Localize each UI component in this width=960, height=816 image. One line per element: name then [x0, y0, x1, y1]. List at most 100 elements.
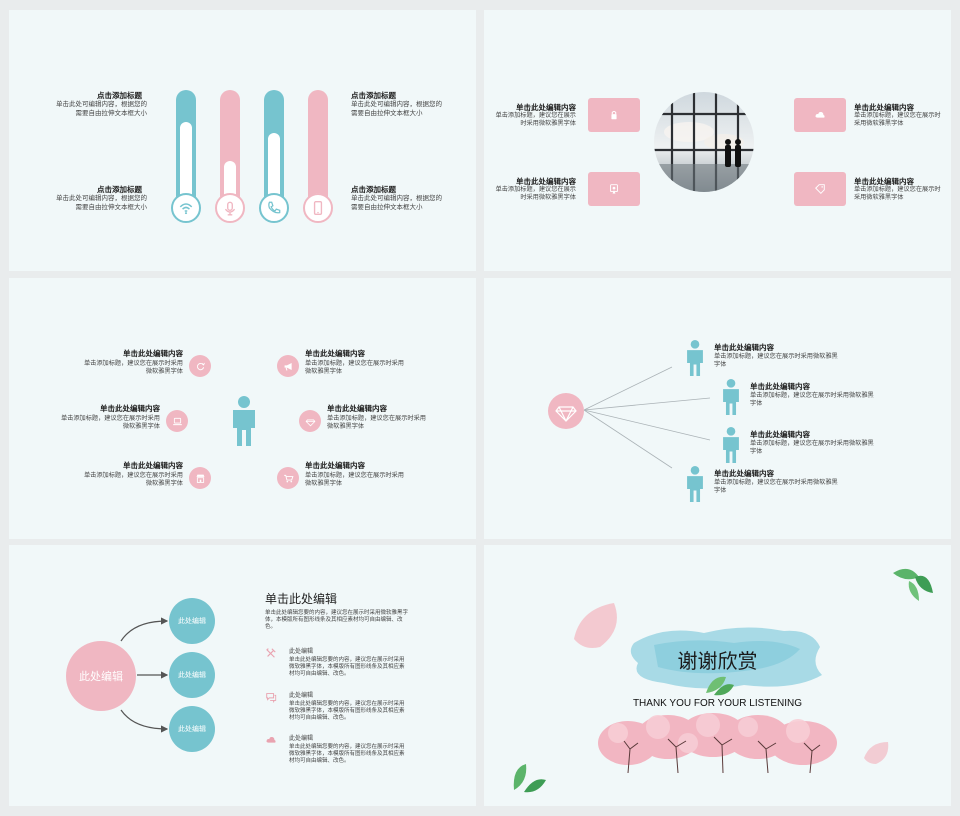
slide-diamond-rays[interactable]: 单击此处编辑内容单击添加标题，建议您在展示时采用微软雅黑字体单击此处编辑内容单击… — [484, 278, 951, 539]
feature-title: 单击此处编辑内容 — [123, 349, 183, 358]
petal-decoration — [574, 603, 617, 648]
person-icon — [687, 340, 703, 376]
leaf-decoration — [513, 764, 546, 793]
thermometer-level — [268, 133, 280, 210]
note-title: 此处编辑 — [289, 648, 314, 655]
note-title: 此处编辑 — [289, 735, 314, 742]
feature-title: 单击此处编辑内容 — [305, 461, 365, 470]
person-title: 单击此处编辑内容 — [714, 469, 774, 478]
feature-badge — [189, 355, 211, 377]
thermometer-bulb — [303, 193, 333, 223]
item-title: 单击此处编辑内容 — [516, 177, 576, 186]
person-icon — [687, 466, 703, 502]
thermometer-bulb — [215, 193, 245, 223]
item-body: 单击添加标题，建议您在展示时采用微软雅黑字体 — [495, 186, 576, 201]
person-figure — [720, 427, 742, 467]
feature-title: 单击此处编辑内容 — [100, 404, 160, 413]
note-icon-wrap — [265, 691, 277, 703]
person-title: 单击此处编辑内容 — [714, 343, 774, 352]
feature-body: 单击添加标题，建议您在展示时采用微软雅黑字体 — [305, 360, 404, 375]
left-top-body: 单击此处可编辑内容，根据您的需要自由拉伸文本框大小 — [56, 100, 147, 117]
thermometer-tube — [308, 90, 328, 210]
branch-node: 此处编辑 — [169, 652, 215, 698]
wifi-icon — [179, 203, 193, 215]
person-icon — [233, 396, 255, 446]
thermometer-tube — [264, 90, 284, 210]
note-title: 此处编辑 — [289, 692, 314, 699]
person-figure — [684, 340, 706, 380]
note-icon-wrap — [265, 734, 277, 746]
right-top-body: 单击此处可编辑内容，根据您的需要自由拉伸文本框大小 — [351, 100, 442, 117]
feature-badge — [299, 410, 321, 432]
certificate-icon — [610, 184, 618, 195]
icon-box — [588, 98, 640, 132]
right-bottom-title: 点击添加标题 — [351, 185, 396, 194]
store-icon — [196, 474, 204, 483]
feature-title: 单击此处编辑内容 — [305, 349, 365, 358]
cloud-icon — [266, 736, 276, 743]
section-heading: 单击此处编辑 — [265, 592, 338, 606]
item-body: 单击添加标题，建议您在展示时采用微软雅黑字体 — [854, 112, 941, 127]
feature-body: 单击添加标题，建议您在展示时采用微软雅黑字体 — [305, 472, 404, 487]
item-body: 单击添加标题，建议您在展示时采用微软雅黑字体 — [495, 112, 576, 127]
right-top-title: 点击添加标题 — [351, 91, 396, 100]
branch-node: 此处编辑 — [169, 706, 215, 752]
slide-person-features[interactable]: 单击此处编辑内容单击添加标题，建议您在展示时采用微软雅黑字体单击此处编辑内容单击… — [9, 278, 476, 539]
branch-arrows — [120, 617, 169, 733]
leaf-decoration — [893, 568, 933, 601]
feature-body: 单击添加标题，建议您在展示时采用微软雅黑字体 — [61, 415, 160, 430]
cart-icon — [283, 474, 293, 482]
feature-badge — [189, 467, 211, 489]
thermometer-tube — [176, 90, 196, 210]
person-figure — [684, 466, 706, 506]
right-bottom-body: 单击此处可编辑内容，根据您的需要自由拉伸文本框大小 — [351, 194, 442, 211]
person-title: 单击此处编辑内容 — [750, 430, 810, 439]
diamond-icon — [555, 406, 577, 422]
branch-node: 此处编辑 — [169, 598, 215, 644]
item-body: 单击添加标题，建议您在展示时采用微软雅黑字体 — [854, 186, 941, 201]
cloud-icon — [815, 111, 825, 118]
watercolor-splash — [630, 627, 822, 689]
slide-branch-diagram[interactable]: 此处编辑 此处编辑此处编辑此处编辑 单击此处编辑 单击此处编辑您要的内容，建议您… — [9, 545, 476, 806]
phone-icon — [268, 201, 281, 214]
tools-icon — [266, 648, 276, 658]
person-figure — [720, 379, 742, 419]
person-body: 单击添加标题，建议您在展示时采用微软雅黑字体 — [750, 392, 874, 407]
megaphone-icon — [284, 362, 292, 371]
icon-box — [794, 172, 846, 206]
note-icon-wrap — [265, 647, 277, 659]
person-body: 单击添加标题，建议您在展示时采用微软雅黑字体 — [750, 440, 874, 455]
slide-window-photo[interactable]: 单击此处编辑内容单击添加标题，建议您在展示时采用微软雅黑字体单击此处编辑内容单击… — [484, 10, 951, 271]
person-title: 单击此处编辑内容 — [750, 382, 810, 391]
feature-badge — [166, 410, 188, 432]
note-body: 单击此处编辑您要的内容，建议您在展示时采用微软雅黑字体，本模版所有图形线条及其相… — [289, 657, 405, 677]
item-title: 单击此处编辑内容 — [854, 177, 914, 186]
slide-thank-you[interactable]: 谢谢欣赏 THANK YOU FOR YOUR LISTENING — [484, 545, 951, 806]
feature-badge — [277, 467, 299, 489]
feature-body: 单击添加标题，建议您在展示时采用微软雅黑字体 — [327, 415, 426, 430]
thermometer-bulb — [171, 193, 201, 223]
thermometer-bulb — [259, 193, 289, 223]
icon-box — [588, 172, 640, 206]
tablet-icon — [313, 201, 323, 215]
leaf-decoration — [706, 676, 734, 696]
thank-you-subtitle: THANK YOU FOR YOUR LISTENING — [632, 698, 803, 709]
slide-thermometer-infographic[interactable]: 点击添加标题 单击此处可编辑内容，根据您的需要自由拉伸文本框大小 点击添加标题 … — [9, 10, 476, 271]
chat-icon — [266, 693, 277, 703]
diamond-badge — [548, 393, 584, 429]
person-body: 单击添加标题，建议您在展示时采用微软雅黑字体 — [714, 479, 838, 494]
laptop-icon — [172, 417, 182, 425]
thermometer-tube — [220, 90, 240, 210]
item-title: 单击此处编辑内容 — [854, 103, 914, 112]
diamond-icon — [305, 418, 315, 426]
thermometer-level — [180, 122, 192, 210]
left-bottom-title: 点击添加标题 — [97, 185, 142, 194]
left-top-title: 点击添加标题 — [97, 91, 142, 100]
feature-body: 单击添加标题，建议您在展示时采用微软雅黑字体 — [84, 472, 183, 487]
thank-you-title: 谢谢欣赏 — [677, 649, 758, 673]
section-intro: 单击此处编辑您要的内容，建议您在展示时采用微软雅黑字体，本模版所有图形线条及其相… — [265, 610, 409, 630]
feature-title: 单击此处编辑内容 — [123, 461, 183, 470]
left-bottom-body: 单击此处可编辑内容，根据您的需要自由拉伸文本框大小 — [56, 194, 147, 211]
feature-title: 单击此处编辑内容 — [327, 404, 387, 413]
center-node: 此处编辑 — [66, 641, 136, 711]
